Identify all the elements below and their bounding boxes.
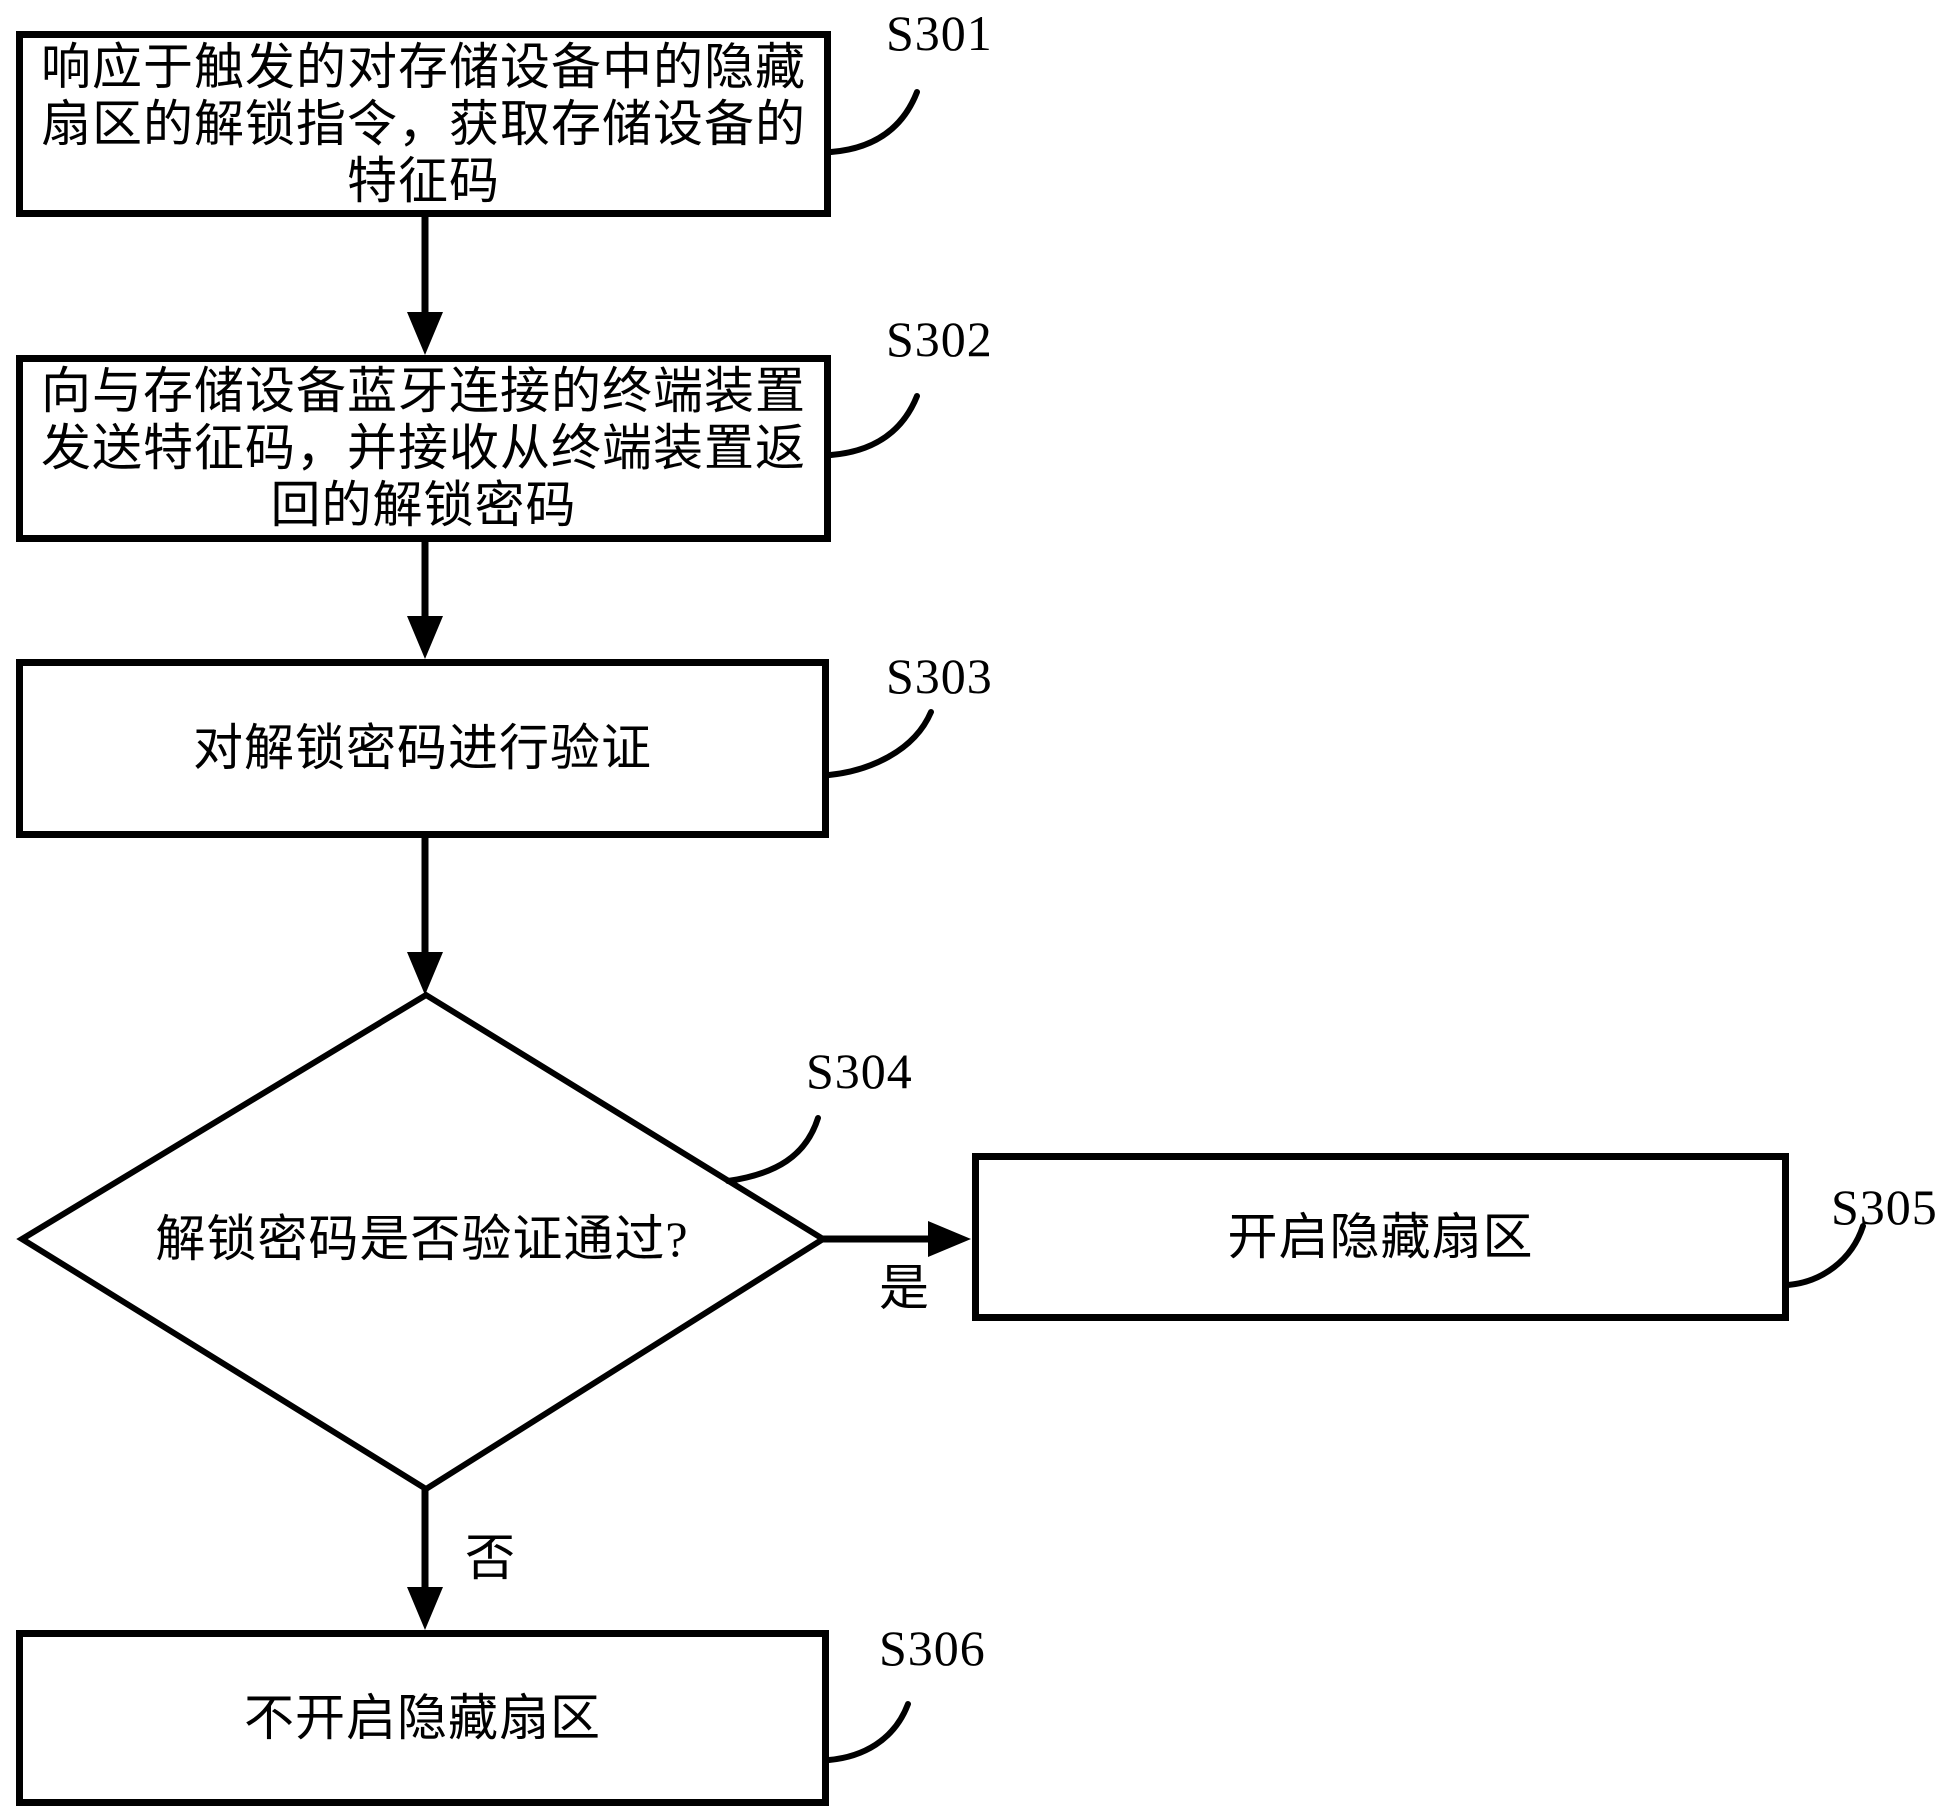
- ref-connector-s303: [826, 709, 934, 778]
- arrowhead-down-icon: [407, 1587, 443, 1630]
- flow-arrow-s304-s305: [823, 1221, 971, 1257]
- step-label-s306: S306: [879, 1620, 986, 1676]
- process-box-s305: 开启隐藏扇区: [972, 1153, 1789, 1321]
- ref-connector-s305: [1785, 1223, 1866, 1288]
- ref-connector-s302: [828, 393, 920, 458]
- decision-text-s304: 解锁密码是否验证通过?: [155, 1211, 689, 1267]
- ref-connector-s301: [828, 89, 920, 155]
- arrowhead-down-icon: [407, 312, 443, 355]
- step-label-s304: S304: [806, 1043, 913, 1099]
- branch-label-no: 否: [465, 1530, 515, 1586]
- process-box-s302: 向与存储设备蓝牙连接的终端装置 发送特征码，并接收从终端装置返 回的解锁密码: [16, 355, 831, 542]
- step-label-s301: S301: [886, 5, 993, 61]
- process-box-s306-text: 不开启隐藏扇区: [244, 1689, 601, 1746]
- step-label-s303: S303: [886, 648, 993, 704]
- process-box-s303: 对解锁密码进行验证: [16, 659, 829, 838]
- ref-connector-s304: [725, 1115, 821, 1184]
- flow-arrow-s301-s302: [407, 217, 443, 355]
- step-label-s305: S305: [1831, 1179, 1938, 1235]
- process-box-s302-text: 向与存储设备蓝牙连接的终端装置 发送特征码，并接收从终端装置返 回的解锁密码: [41, 363, 806, 533]
- flow-arrow-s302-s303: [407, 542, 443, 659]
- arrowhead-right-icon: [928, 1221, 971, 1257]
- step-label-s302: S302: [886, 311, 993, 367]
- flow-arrow-s304-s306: [407, 1489, 443, 1630]
- process-box-s301-text: 响应于触发的对存储设备中的隐藏 扇区的解锁指令，获取存储设备的 特征码: [41, 38, 806, 209]
- process-box-s301: 响应于触发的对存储设备中的隐藏 扇区的解锁指令，获取存储设备的 特征码: [16, 31, 831, 217]
- flow-arrow-s303-s304: [407, 838, 443, 995]
- process-box-s305-text: 开启隐藏扇区: [1227, 1208, 1534, 1265]
- arrowhead-down-icon: [407, 616, 443, 659]
- branch-label-yes: 是: [879, 1260, 929, 1316]
- arrowhead-down-icon: [407, 952, 443, 995]
- process-box-s303-text: 对解锁密码进行验证: [193, 720, 652, 776]
- ref-connector-s306: [826, 1701, 911, 1763]
- process-box-s306: 不开启隐藏扇区: [16, 1630, 829, 1806]
